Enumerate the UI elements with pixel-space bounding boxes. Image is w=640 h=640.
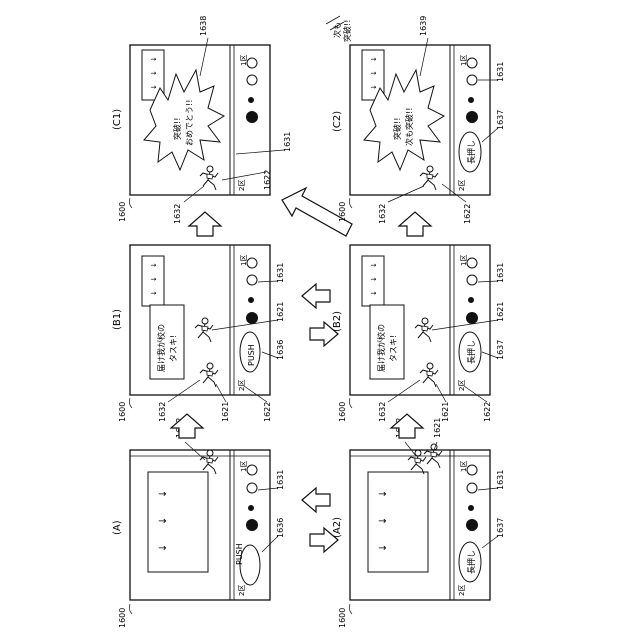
ref-icons: 1631 xyxy=(496,263,505,283)
panel-caption: (A2) xyxy=(332,517,343,538)
ref-character-2: 1622 xyxy=(263,170,272,190)
progress-arrow: ↓ xyxy=(150,276,158,282)
panel-a2: ↓ ↓ ↓ 長押し 1区 2区 (A2) 1600 1632 1621 1631… xyxy=(332,418,505,628)
progress-arrow: ↓ xyxy=(150,70,158,76)
ref-burst: 1639 xyxy=(419,16,428,36)
ref-character-2: 1621 xyxy=(221,402,230,422)
ref-icons: 1631 xyxy=(276,470,285,490)
ref-push: 1637 xyxy=(496,340,505,360)
zone-label: 1区 xyxy=(240,461,248,472)
progress-arrow: ↓ xyxy=(370,276,378,282)
progress-arrow: ↓ xyxy=(370,290,378,296)
progress-arrow: ↓ xyxy=(158,544,169,552)
panel-c2: ↓ ↓ ↓ 突破!! 次も突破!! 長押し 1区 2区 (C2) 1600 16… xyxy=(326,16,505,224)
zone-label: 1区 xyxy=(460,255,468,266)
progress-arrow: ↓ xyxy=(378,490,389,498)
ref-push: 1637 xyxy=(496,518,505,538)
progress-arrow: ↓ xyxy=(158,517,169,525)
long-press-button-label: 長押し xyxy=(466,140,476,164)
zone-label: 1区 xyxy=(460,55,468,66)
ref-icons: 1631 xyxy=(276,263,285,283)
panel-caption: (B2) xyxy=(332,311,343,332)
message-box xyxy=(150,305,184,379)
ref-character-3: 1622 xyxy=(483,402,492,422)
zone-label-bottom: 2区 xyxy=(238,380,246,391)
message-line-1: 届け我が校の xyxy=(156,324,166,372)
ref-screen: 1600 xyxy=(118,608,127,628)
panel-b2: ↓ ↓ ↓ 届け我が校の タスキ! 長押し 1区 2区 (B2) 1600 16… xyxy=(332,245,505,422)
ref-character-2: 1622 xyxy=(463,204,472,224)
progress-arrow: ↓ xyxy=(370,262,378,268)
message-line-2: 次も突破!! xyxy=(404,108,414,146)
zone-label-bottom: 2区 xyxy=(458,180,466,191)
zone-label-bottom: 2区 xyxy=(238,585,246,596)
progress-arrow: ↓ xyxy=(150,262,158,268)
progress-arrow: ↓ xyxy=(150,84,158,90)
shout-line-2: 突破!! xyxy=(342,20,352,42)
message-line-2: タスキ! xyxy=(169,335,178,362)
ref-icons: 1631 xyxy=(496,62,505,82)
zone-label-bottom: 2区 xyxy=(458,585,466,596)
ref-burst: 1638 xyxy=(199,16,208,36)
long-press-button-label: 長押し xyxy=(466,550,476,574)
message-line-1: 届け我が校の xyxy=(376,324,386,372)
progress-arrow: ↓ xyxy=(370,84,378,90)
ref-character-4: 1621 xyxy=(496,302,505,322)
progress-arrow: ↓ xyxy=(158,490,169,498)
ref-screen: 1600 xyxy=(338,402,347,422)
progress-arrow: ↓ xyxy=(150,56,158,62)
panel-b1: ↓ ↓ ↓ 届け我が校の タスキ! PUSH 1区 2区 (B1) 1600 1… xyxy=(112,245,285,422)
zone-label: 1区 xyxy=(240,255,248,266)
panel-caption: (B1) xyxy=(112,309,123,330)
push-button-label: PUSH xyxy=(235,543,244,565)
panel-a: ↓ ↓ ↓ PUSH 1区 2区 (A) 1600 1632 1631 1636 xyxy=(112,418,285,628)
ref-character: 1632 xyxy=(378,204,387,224)
ref-screen: 1600 xyxy=(338,202,347,222)
ref-screen: 1600 xyxy=(118,202,127,222)
ref-character: 1632 xyxy=(173,204,182,224)
panel-c1: ↓ ↓ ↓ 突破!! おめでとう!! 1区 2区 (C1) 1600 1632 … xyxy=(112,16,292,224)
panel-caption: (C2) xyxy=(332,111,343,132)
progress-arrow: ↓ xyxy=(370,70,378,76)
panel-caption: (A) xyxy=(112,520,123,535)
ref-screen: 1600 xyxy=(118,402,127,422)
progress-arrow: ↓ xyxy=(370,56,378,62)
ref-character-2: 1621 xyxy=(441,402,450,422)
ref-push: 1637 xyxy=(496,110,505,130)
ref-icons: 1631 xyxy=(496,470,505,490)
long-press-button-label: 長押し xyxy=(466,340,476,364)
message-box xyxy=(370,305,404,379)
zone-label-bottom: 2区 xyxy=(238,180,246,191)
panel-caption: (C1) xyxy=(112,109,123,130)
ref-push: 1636 xyxy=(276,518,285,538)
ref-character-4: 1621 xyxy=(276,302,285,322)
ref-character: 1632 xyxy=(158,402,167,422)
message-line-1: 突破!! xyxy=(392,118,402,140)
zone-label: 1区 xyxy=(460,461,468,472)
ref-character: 1632 xyxy=(378,402,387,422)
ref-push: 1636 xyxy=(276,340,285,360)
progress-arrow: ↓ xyxy=(150,290,158,296)
progress-arrow: ↓ xyxy=(378,517,389,525)
ref-icons: 1631 xyxy=(283,132,292,152)
ref-character-3: 1622 xyxy=(263,402,272,422)
zone-label-bottom: 2区 xyxy=(458,380,466,391)
ref-screen: 1600 xyxy=(338,608,347,628)
message-line-1: 突破!! xyxy=(172,118,182,140)
message-line-2: タスキ! xyxy=(389,335,398,362)
zone-label: 1区 xyxy=(240,55,248,66)
progress-arrow: ↓ xyxy=(378,544,389,552)
push-button-label: PUSH xyxy=(247,344,256,366)
message-line-2: おめでとう!! xyxy=(185,100,194,146)
